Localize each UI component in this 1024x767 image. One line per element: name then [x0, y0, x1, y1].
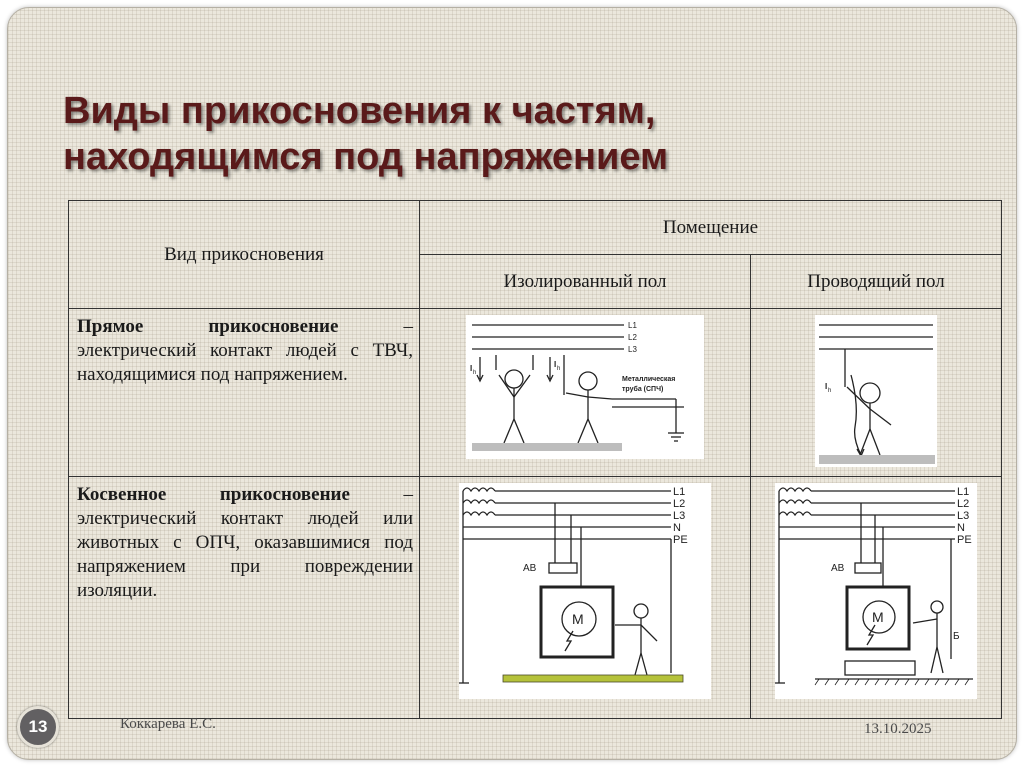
indirect-insulated-cell: L1 L2 L3 N PE АВ M: [419, 476, 751, 719]
current-subscript: h: [828, 388, 831, 394]
row-term: Прямое прикосновение: [77, 316, 339, 337]
line-label: L1: [673, 486, 685, 498]
pipe-label: Металлическая: [622, 376, 675, 383]
indirect-conductive-cell: L1 L2 L3 N PE АВ M Б: [750, 476, 1002, 719]
table-row: Прямое прикосновение – электрический кон…: [68, 308, 1002, 477]
line-label: N: [673, 522, 681, 534]
line-label: L3: [628, 345, 637, 354]
pipe-label: труба (СПЧ): [622, 385, 663, 393]
line-label: L1: [628, 321, 637, 330]
current-subscript: h: [557, 366, 560, 372]
breaker-label: АВ: [831, 563, 845, 574]
direct-contact-description: Прямое прикосновение – электрический кон…: [68, 308, 420, 477]
row-definition: электрический контакт людей или животных…: [77, 508, 413, 601]
header-conductive-floor: Проводящий пол: [750, 254, 1002, 309]
line-label: L3: [957, 510, 969, 522]
header-room: Помещение: [419, 200, 1002, 255]
row-term: Косвенное прикосновение: [77, 484, 350, 505]
indirect-insulated-diagram: L1 L2 L3 N PE АВ M: [459, 483, 711, 699]
line-label: L2: [957, 498, 969, 510]
current-subscript: h: [473, 370, 476, 376]
title-line-2: находящимся под напряжением: [63, 136, 669, 178]
slide-number-badge: 13: [17, 706, 59, 748]
contact-types-table: Вид прикосновения Помещение Изолированны…: [68, 200, 1002, 719]
line-label: L3: [673, 510, 685, 522]
current-label: I: [554, 360, 556, 369]
author: Коккарева Е.С.: [120, 716, 216, 732]
motor-label: M: [572, 611, 584, 627]
indirect-conductive-diagram: L1 L2 L3 N PE АВ M Б: [775, 483, 977, 699]
direct-insulated-diagram: L1 L2 L3 I h I h Металлическая труба (СП…: [466, 315, 704, 459]
direct-insulated-cell: L1 L2 L3 I h I h Металлическая труба (СП…: [419, 308, 751, 477]
person-label: Б: [953, 631, 960, 642]
current-label: I: [470, 364, 472, 373]
line-label: L2: [628, 333, 637, 342]
slide: Виды прикосновения к частям, находящимся…: [7, 7, 1017, 760]
slide-number: 13: [28, 717, 48, 736]
slide-title: Виды прикосновения к частям, находящимся…: [63, 88, 963, 180]
direct-conductive-diagram: I h: [815, 315, 937, 467]
direct-conductive-cell: I h: [750, 308, 1002, 477]
line-label: L1: [957, 486, 969, 498]
title-line-1: Виды прикосновения к частям,: [63, 90, 656, 132]
indirect-contact-description: Косвенное прикосновение – электрический …: [68, 476, 420, 719]
header-contact-type: Вид прикосновения: [68, 200, 420, 309]
line-label: PE: [673, 534, 688, 546]
current-label: I: [825, 382, 827, 391]
motor-label: M: [872, 609, 884, 625]
header-insulated-floor: Изолированный пол: [419, 254, 751, 309]
line-label: L2: [673, 498, 685, 510]
row-definition: электрический контакт людей с ТВЧ, наход…: [77, 340, 413, 385]
date: 13.10.2025: [864, 721, 932, 737]
table-row: Косвенное прикосновение – электрический …: [68, 476, 1002, 719]
line-label: N: [957, 522, 965, 534]
breaker-label: АВ: [523, 563, 537, 574]
line-label: PE: [957, 534, 972, 546]
